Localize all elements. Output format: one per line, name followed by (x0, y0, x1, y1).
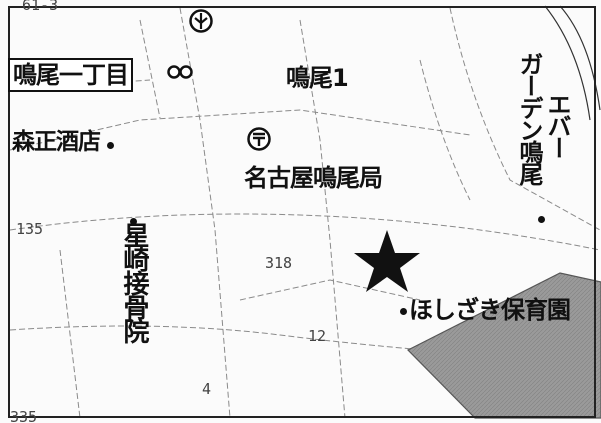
clinic-dot (130, 218, 137, 225)
post-office-icon (246, 126, 272, 156)
garden-name-prefix: エバー (543, 92, 571, 158)
lot-number-12: 12 (308, 327, 327, 345)
garden-point-icon (538, 208, 545, 227)
nursery-point-icon (400, 307, 407, 315)
shop-name: 森正酒店 (12, 129, 101, 155)
shop-point-icon (107, 142, 115, 149)
map-frame (8, 6, 596, 418)
nursery-name: ほしざき保育園 (409, 296, 571, 324)
area-name-label: 鳴尾1 (286, 64, 349, 92)
lot-number-318: 318 (265, 254, 293, 272)
lot-number-4: 4 (202, 380, 212, 398)
map-code-label: 61-3 (22, 0, 59, 14)
post-office-label: 名古屋鳴尾局 (244, 164, 383, 192)
nursery-label: ほしざき保育園 (400, 290, 571, 325)
star-marker-icon[interactable] (352, 228, 422, 298)
garden-dot (538, 216, 545, 223)
shop-label: 森正酒店 (12, 122, 115, 156)
lot-number-135: 135 (16, 220, 44, 238)
police-box-icon (166, 64, 194, 84)
clinic-label: 星崎接骨院 (119, 222, 149, 342)
building-block (406, 272, 601, 419)
lot-number-335: 335 (10, 408, 38, 423)
clinic-point-icon (130, 210, 137, 229)
fire-station-icon (188, 8, 214, 34)
area-name-boxed: 鳴尾一丁目 (8, 58, 133, 92)
garden-name-main: ガーデン鳴尾 (515, 52, 543, 184)
